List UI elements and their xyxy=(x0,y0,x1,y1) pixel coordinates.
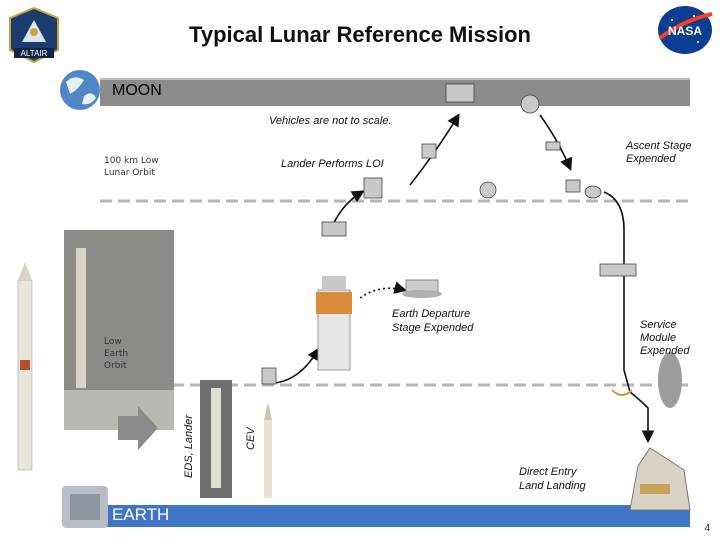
earth-capsule-icon xyxy=(62,486,108,528)
earth-label: EARTH xyxy=(112,505,170,524)
cev-return-sprite xyxy=(599,263,637,277)
ares-rockets-icon xyxy=(17,262,33,471)
altair-logo-text: ALTAIR xyxy=(21,49,48,58)
entry-heatshield-icon xyxy=(611,389,633,396)
cev-orbit-sprite xyxy=(479,181,497,199)
moon-bar xyxy=(100,78,690,106)
entry-capsule-icon xyxy=(629,447,691,511)
sm-expended-note: Service Module Expended xyxy=(640,319,690,357)
earth-right-arrow-icon xyxy=(118,406,158,450)
lander-sprite-1 xyxy=(321,221,347,237)
lander-loi-note: Lander Performs LOI xyxy=(281,158,384,170)
scale-note: Vehicles are not to scale. xyxy=(269,115,392,127)
llo-label: 100 km Low Lunar Orbit xyxy=(104,156,159,178)
lander-orbit-sprite xyxy=(421,143,437,159)
moon-label: MOON xyxy=(112,82,162,99)
leo-label: Low Earth Orbit xyxy=(104,337,129,371)
altair-emblem-icon: ALTAIR xyxy=(9,6,59,64)
cev-label: CEV xyxy=(245,427,257,450)
nasa-logo: NASA xyxy=(654,4,716,56)
cev-lander-docked xyxy=(565,179,581,193)
vehicle-sprites xyxy=(261,83,637,385)
lander-on-moon xyxy=(445,83,475,103)
lander-sprite-2 xyxy=(363,177,383,199)
ascent-stage-on-moon xyxy=(520,94,540,114)
capsule-orbit-sprite xyxy=(584,185,602,199)
eds-expended-note: Earth Departure Stage Expended xyxy=(392,308,474,334)
page-title: Typical Lunar Reference Mission xyxy=(189,22,531,47)
direct-entry-note: Direct Entry Land Landing xyxy=(519,466,586,492)
ascent-expended-note: Ascent Stage Expended xyxy=(626,140,692,165)
eds-lander-label: EDS, Lander xyxy=(183,415,195,478)
ascent-stage-sprite xyxy=(545,141,561,151)
nasa-logo-text: NASA xyxy=(668,24,702,38)
page-number: 4 xyxy=(704,523,710,534)
cev-leo-sprite xyxy=(261,367,277,385)
cev-rocket-icon xyxy=(264,402,272,498)
earth-bar xyxy=(100,505,690,527)
eds-stage-icon xyxy=(316,276,352,371)
moon-globe-icon xyxy=(60,70,100,110)
docked-lander-icon xyxy=(402,279,442,298)
lunar-surface-image xyxy=(658,352,682,408)
altair-logo: ALTAIR xyxy=(8,6,60,64)
nasa-meatball-icon: NASA xyxy=(658,6,713,54)
